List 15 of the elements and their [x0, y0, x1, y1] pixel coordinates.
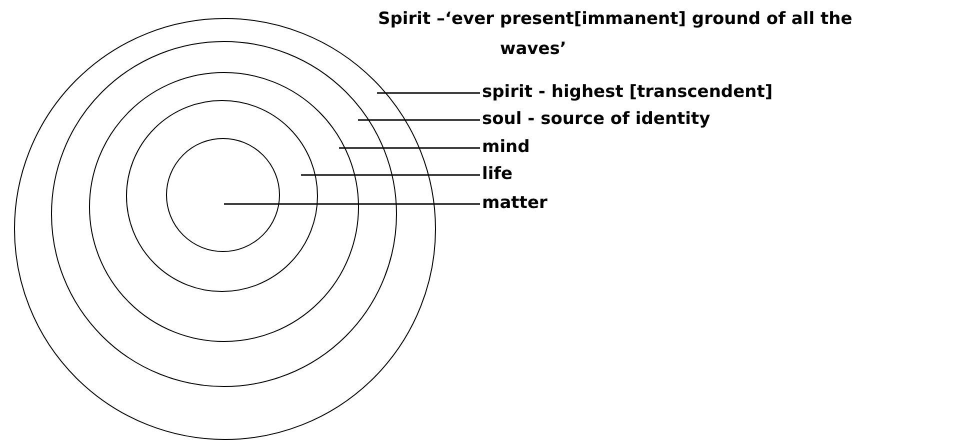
- leader-label: soul - source of identity: [482, 105, 710, 133]
- ring-circle: [88, 72, 359, 342]
- leader-line: [301, 174, 480, 176]
- ring-circle: [126, 100, 318, 292]
- leader-label: life: [482, 160, 513, 188]
- leader-line: [339, 147, 480, 149]
- leader-label: mind: [482, 133, 530, 161]
- leader-label: spirit - highest [transcendent]: [482, 78, 773, 106]
- leader-line: [224, 203, 480, 205]
- ring-circle: [51, 41, 398, 388]
- leader-label: matter: [482, 189, 548, 217]
- heading-text: Spirit –‘ever present[immanent] ground of all the waves’: [378, 8, 854, 61]
- ring-circle: [166, 138, 280, 252]
- leader-line: [377, 92, 480, 94]
- leader-line: [358, 119, 480, 121]
